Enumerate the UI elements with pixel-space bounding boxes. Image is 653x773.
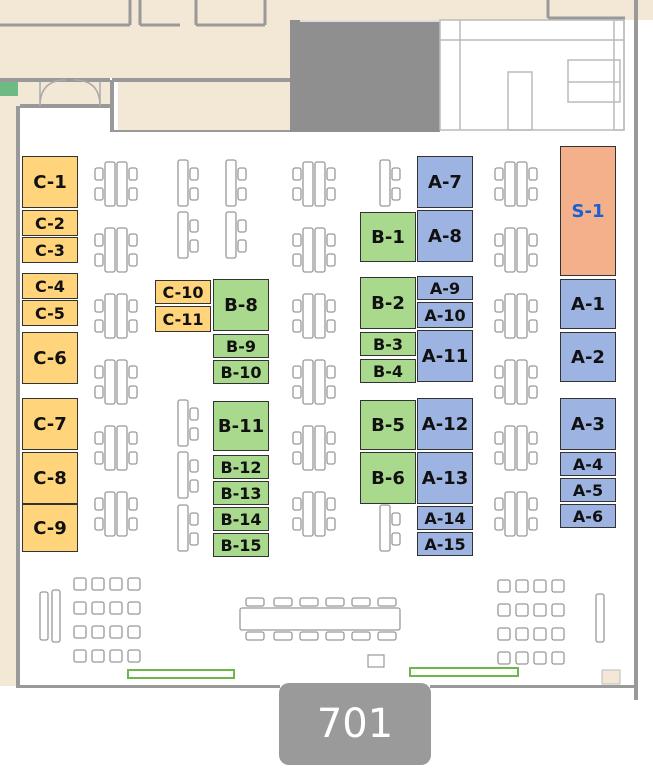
seat-b-15[interactable]: B-15 (213, 533, 269, 557)
seat-c-5[interactable]: C-5 (22, 300, 78, 326)
seat-label: B-10 (220, 362, 262, 382)
seat-a-5[interactable]: A-5 (560, 478, 616, 502)
seat-b-2[interactable]: B-2 (360, 277, 416, 329)
seat-a-7[interactable]: A-7 (417, 156, 473, 208)
seat-a-11[interactable]: A-11 (417, 330, 473, 382)
seat-label: A-15 (424, 534, 466, 554)
seat-b-10[interactable]: B-10 (213, 360, 269, 384)
seat-label: A-8 (428, 225, 462, 247)
seat-b-3[interactable]: B-3 (360, 332, 416, 356)
seat-label: A-7 (428, 171, 462, 193)
seat-a-1[interactable]: A-1 (560, 279, 616, 329)
seat-b-9[interactable]: B-9 (213, 334, 269, 358)
seat-label: A-10 (424, 305, 466, 325)
seat-b-5[interactable]: B-5 (360, 400, 416, 450)
seat-a-4[interactable]: A-4 (560, 452, 616, 476)
seat-c-3[interactable]: C-3 (22, 237, 78, 263)
seat-label: C-8 (33, 467, 67, 489)
seat-b-13[interactable]: B-13 (213, 481, 269, 505)
seat-a-10[interactable]: A-10 (417, 302, 473, 328)
seat-b-4[interactable]: B-4 (360, 359, 416, 383)
seat-label: C-1 (33, 171, 67, 193)
seat-label: A-6 (572, 506, 604, 526)
seat-b-12[interactable]: B-12 (213, 455, 269, 479)
seat-label: B-13 (220, 483, 262, 503)
seat-label: B-9 (226, 336, 256, 356)
seat-label: C-2 (35, 213, 65, 233)
seat-label: B-11 (217, 415, 265, 437)
seat-c-10[interactable]: C-10 (155, 280, 211, 304)
seat-label: C-3 (35, 240, 65, 260)
seat-label: A-11 (421, 345, 469, 367)
seat-label: B-4 (373, 361, 403, 381)
seat-label: B-6 (371, 467, 405, 489)
seat-b-6[interactable]: B-6 (360, 452, 416, 504)
seat-label: B-2 (371, 292, 405, 314)
seat-label: B-14 (220, 509, 262, 529)
seat-label: C-10 (162, 282, 204, 302)
seat-label: C-11 (162, 309, 204, 329)
seat-label: A-14 (424, 508, 466, 528)
seat-label: A-1 (571, 293, 605, 315)
seat-label: B-12 (220, 457, 262, 477)
seat-c-1[interactable]: C-1 (22, 156, 78, 208)
seat-b-11[interactable]: B-11 (213, 401, 269, 451)
seat-label: B-3 (373, 334, 403, 354)
seat-label: B-15 (220, 535, 262, 555)
seat-label: S-1 (571, 200, 605, 222)
seat-a-9[interactable]: A-9 (417, 276, 473, 300)
seat-label: A-13 (421, 467, 469, 489)
seat-label: B-1 (371, 226, 405, 248)
seat-a-6[interactable]: A-6 (560, 504, 616, 528)
seat-label: B-8 (224, 294, 258, 316)
seat-label: A-12 (421, 413, 469, 435)
seat-b-14[interactable]: B-14 (213, 507, 269, 531)
room-number-label: 701 (279, 683, 431, 765)
seat-label: A-4 (572, 454, 604, 474)
seat-a-8[interactable]: A-8 (417, 210, 473, 262)
seat-label: C-4 (35, 276, 65, 296)
seat-b-8[interactable]: B-8 (213, 279, 269, 331)
seat-c-11[interactable]: C-11 (155, 306, 211, 332)
seat-c-6[interactable]: C-6 (22, 332, 78, 384)
seat-c-4[interactable]: C-4 (22, 273, 78, 299)
seat-label: A-9 (429, 278, 461, 298)
seat-c-2[interactable]: C-2 (22, 210, 78, 236)
seat-label: A-5 (572, 480, 604, 500)
seat-label: A-2 (571, 346, 605, 368)
seat-label: C-6 (33, 347, 67, 369)
seat-s-1[interactable]: S-1 (560, 146, 616, 276)
seat-label: A-3 (571, 413, 605, 435)
seat-a-3[interactable]: A-3 (560, 398, 616, 450)
seat-a-14[interactable]: A-14 (417, 506, 473, 530)
seat-c-7[interactable]: C-7 (22, 398, 78, 450)
seat-label: C-9 (33, 517, 67, 539)
seat-a-13[interactable]: A-13 (417, 452, 473, 504)
seat-label: C-7 (33, 413, 67, 435)
seat-b-1[interactable]: B-1 (360, 212, 416, 262)
seat-a-12[interactable]: A-12 (417, 398, 473, 450)
seat-a-15[interactable]: A-15 (417, 532, 473, 556)
seat-label: B-5 (371, 414, 405, 436)
seat-a-2[interactable]: A-2 (560, 332, 616, 382)
seat-label: C-5 (35, 303, 65, 323)
seat-c-8[interactable]: C-8 (22, 452, 78, 504)
seat-c-9[interactable]: C-9 (22, 504, 78, 552)
